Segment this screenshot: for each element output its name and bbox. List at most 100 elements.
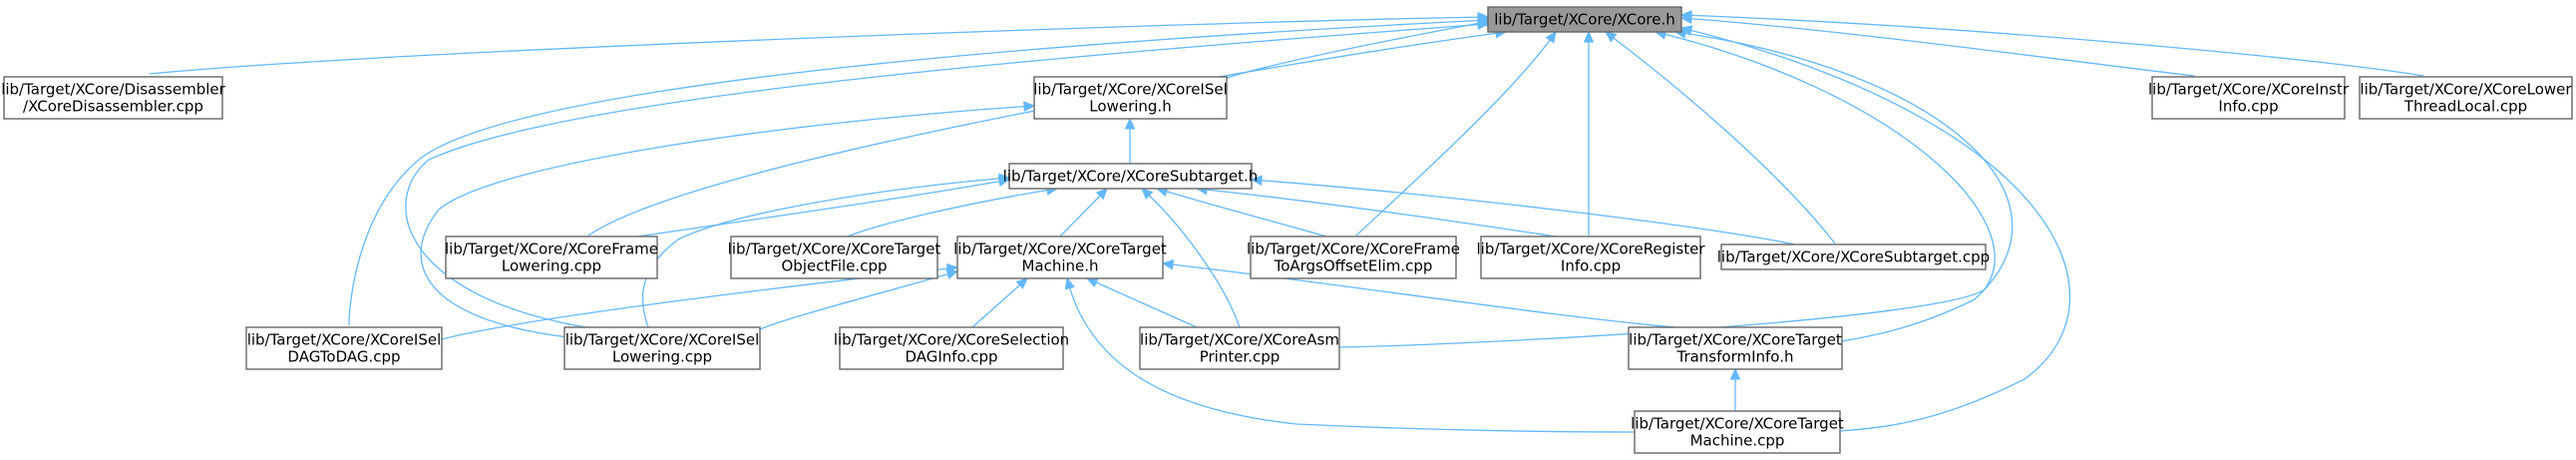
node-box [730, 235, 938, 279]
edge-targetmachine_h-to-isellowering_cpp [759, 270, 958, 330]
node-label-line: lib/Target/XCore/XCoreISel [247, 331, 442, 349]
node-box [1634, 410, 1841, 454]
node-label-line: lib/Target/XCore/XCoreTarget [1629, 331, 1842, 349]
node-subtarget-h[interactable]: lib/Target/XCore/XCoreSubtarget.h [1003, 163, 1259, 190]
edge-arrowhead [1015, 277, 1028, 289]
node-label-line: lib/Target/XCore/XCoreFrame [1247, 240, 1460, 258]
node-box [1250, 235, 1457, 279]
edge-arrowhead [1477, 19, 1490, 31]
node-label-line: lib/Target/XCore/XCoreISel [565, 331, 760, 349]
node-label-line: lib/Target/XCore/XCoreISel [1033, 81, 1228, 99]
node-box [1008, 163, 1253, 190]
node-box [2359, 76, 2573, 120]
node-box [1033, 76, 1228, 120]
edge-xcore_h-to-iseldag_cpp [348, 19, 1489, 326]
edge-arrowhead [1605, 31, 1618, 43]
node-box [3, 76, 223, 120]
node-label-line: Machine.h [1021, 257, 1098, 275]
node-box [1487, 6, 1682, 33]
edge-arrowhead [1085, 277, 1099, 288]
node-disasm-cpp[interactable]: lib/Target/XCore/Disassembler/XCoreDisas… [1, 76, 226, 120]
edge-subtarget_h-to-isellowering_cpp [641, 177, 1010, 328]
edge-xcore_h-to-framelowering_cpp [587, 31, 1507, 236]
node-label-line: /XCoreDisassembler.cpp [23, 98, 203, 116]
node-label-line: lib/Target/XCore/XCoreTarget [953, 240, 1167, 258]
node-label-line: ThreadLocal.cpp [2403, 98, 2527, 116]
node-label-line: lib/Target/XCore/XCoreRegister [1477, 240, 1706, 258]
edge-arrowhead [1064, 276, 1075, 290]
node-label-line: lib/Target/XCore/XCoreSelection [834, 331, 1069, 349]
node-label-line: Info.cpp [2218, 98, 2278, 116]
edge-targetmachine_h-to-asmprinter_cpp [1086, 277, 1198, 328]
edge-subtarget_h-to-objfile_cpp [847, 188, 1058, 237]
edge-xcore_h-to-targetmachine_cpp [1680, 27, 2071, 432]
edge-subtarget_h-to-targetmachine_h [1059, 188, 1108, 237]
edge-arrowhead [1095, 188, 1108, 201]
edge-targetmachine_h-to-targetmachine_cpp [1066, 277, 1636, 433]
node-label-line: TransformInfo.h [1675, 348, 1793, 366]
node-box [245, 326, 443, 370]
node-box [1139, 326, 1340, 370]
node-label-line: lib/Target/XCore/XCoreAsm [1140, 331, 1339, 349]
edge-xcore_h-to-asmprinter_cpp [1338, 31, 1996, 348]
node-box [839, 326, 1064, 370]
edge-xcore_h-to-frametoargs_cpp [1355, 31, 1557, 236]
edge-arrowhead [1141, 188, 1154, 201]
edge-arrowhead [945, 268, 959, 279]
node-label-line: Lowering.cpp [502, 257, 601, 275]
node-box [956, 235, 1164, 279]
node-box [2151, 76, 2346, 120]
edge-xcore_h-to-instrinfo_cpp [1680, 17, 2195, 77]
edge-arrowhead [1161, 258, 1175, 270]
edge-arrowhead [1583, 30, 1595, 43]
edge-arrowhead [998, 173, 1011, 185]
nodes-layer: lib/Target/XCore/XCore.h lib/Target/XCore… [1, 6, 2573, 454]
edge-xcore_h-to-subtarget_cpp [1605, 31, 1836, 244]
edge-xcore_h-to-lowerthreadlocal_cpp [1680, 14, 2424, 77]
edge-subtarget_h-to-reginfo_cpp [1196, 188, 1557, 237]
node-label-line: lib/Target/XCore/XCoreSubtarget.cpp [1717, 248, 1990, 266]
node-label-line: lib/Target/XCore/XCore.h [1494, 11, 1675, 29]
node-box [445, 235, 658, 279]
node-label-line: lib/Target/XCore/XCoreInstr [2148, 81, 2350, 99]
node-box [1480, 235, 1701, 279]
edge-subtarget_h-to-asmprinter_cpp [1141, 188, 1241, 328]
node-seldag-cpp[interactable]: lib/Target/XCore/XCoreSelectionDAGInfo.c… [834, 326, 1069, 370]
edge-xcore_h-to-disasm_cpp [149, 16, 1489, 75]
node-frametoargs-cpp[interactable]: lib/Target/XCore/XCoreFrameToArgsOffsetE… [1247, 235, 1460, 279]
node-xcore-h[interactable]: lib/Target/XCore/XCore.h [1487, 6, 1682, 33]
node-label-line: lib/Target/XCore/Disassembler [1, 81, 225, 99]
edge-arrowhead [1729, 367, 1741, 380]
edge-arrowhead [1679, 10, 1692, 21]
edge-isel_lowering_h-to-isellowering_cpp [420, 105, 1035, 338]
node-label-line: lib/Target/XCore/XCoreFrame [445, 240, 658, 258]
node-label-line: lib/Target/XCore/XCoreLower [2360, 81, 2572, 99]
node-label-line: Machine.cpp [1690, 432, 1785, 450]
node-label-line: lib/Target/XCore/XCoreSubtarget.h [1003, 168, 1259, 186]
node-label-line: lib/Target/XCore/XCoreTarget [728, 240, 941, 258]
edge-arrowhead [1124, 117, 1136, 130]
edge-subtarget_h-to-framelowering_cpp [637, 179, 1010, 237]
node-lowerthreadlocal-cpp[interactable]: lib/Target/XCore/XCoreLowerThreadLocal.c… [2359, 76, 2573, 120]
edge-targetmachine_h-to-seldag_cpp [971, 277, 1028, 328]
node-subtarget-cpp[interactable]: lib/Target/XCore/XCoreSubtarget.cpp [1717, 243, 1990, 270]
node-tti-h[interactable]: lib/Target/XCore/XCoreTargetTransformInf… [1628, 326, 1843, 370]
node-box [1628, 326, 1843, 370]
node-objfile-cpp[interactable]: lib/Target/XCore/XCoreTargetObjectFile.c… [728, 235, 941, 279]
node-label-line: Lowering.cpp [612, 348, 712, 366]
edges-layer [149, 10, 2424, 433]
node-label-line: DAGToDAG.cpp [287, 348, 400, 366]
edge-arrowhead [1250, 175, 1263, 187]
node-label-line: DAGInfo.cpp [905, 348, 997, 366]
edge-subtarget_h-to-subtarget_cpp [1251, 179, 1796, 245]
